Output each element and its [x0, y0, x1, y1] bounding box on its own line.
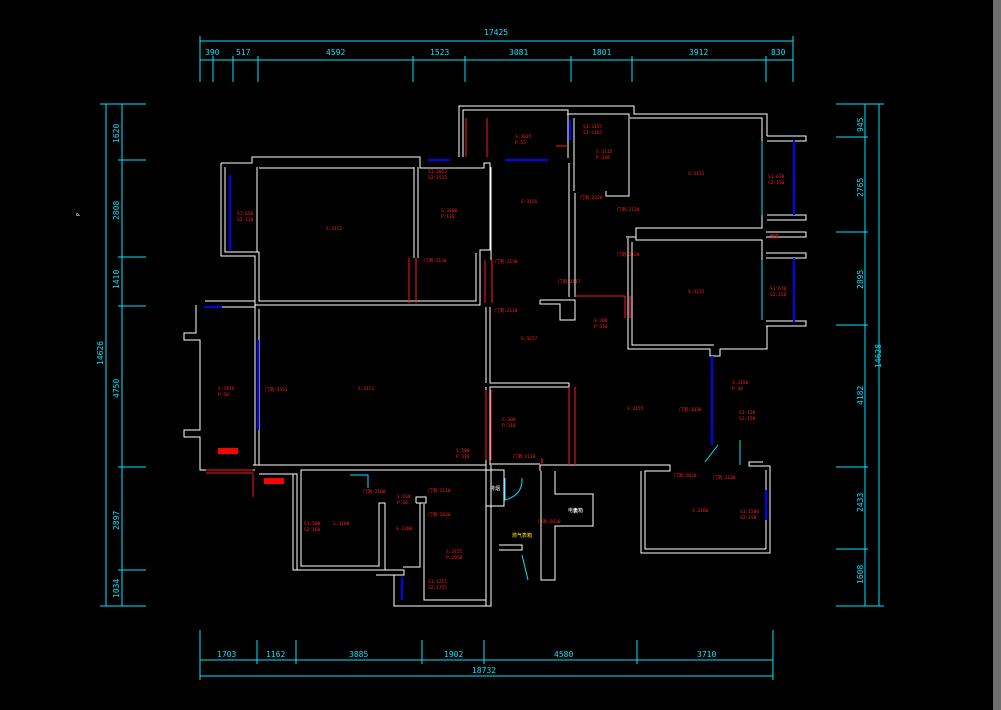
door-tag: 门洞:2100 [363, 488, 386, 495]
door-tag: 门洞:2130 [617, 251, 640, 258]
top-dim-1: 390 [205, 48, 220, 57]
meter-box-label: 电表箱 [568, 507, 583, 514]
left-dim-3: 1410 [112, 270, 121, 289]
left-total-dim: 14626 [96, 341, 105, 365]
vent-label: 排烟 [490, 485, 500, 492]
door-tag: 门洞:2030 [674, 472, 697, 479]
bottom-dim-4: 1902 [444, 650, 463, 659]
door-tag: 门洞:2030 [428, 511, 451, 518]
bottom-dim-1: 1703 [217, 650, 236, 659]
room-tag: S:3257 [521, 336, 538, 342]
left-dim-6: 1034 [112, 579, 121, 598]
door-tag: 门洞:2120 [495, 307, 518, 314]
bay-window-label: 飘窗 [770, 233, 779, 240]
door-tag: 门洞:2130 [495, 258, 518, 265]
right-dim-3: 2895 [856, 270, 865, 289]
door-tag: 门洞:2110 [513, 453, 536, 460]
doors [206, 118, 631, 497]
top-total-dim: 17425 [484, 28, 508, 37]
bottom-dim-2: 1162 [266, 650, 285, 659]
right-dim-2: 2765 [856, 178, 865, 197]
room-tag: S:3153 [688, 171, 705, 177]
room-tag: S:3166 [692, 508, 709, 514]
right-dimensions [836, 103, 884, 607]
north-mark: P [76, 213, 82, 216]
room-tag: S:3151 [358, 386, 375, 392]
room-tag: S:3160 [333, 521, 350, 527]
left-dim-4: 4750 [112, 379, 121, 398]
door-tag: 门洞:2030 [679, 406, 702, 413]
windows [204, 120, 795, 600]
top-dim-7: 3912 [689, 48, 708, 57]
right-dim-5: 2433 [856, 493, 865, 512]
door-tag: 门洞:2130 [424, 257, 447, 264]
room-tag: S:3152 [326, 226, 343, 232]
left-dimensions [100, 103, 146, 607]
right-total-dim: 14628 [874, 344, 883, 368]
right-dim-6: 1608 [856, 565, 865, 584]
top-dim-3: 4592 [326, 48, 345, 57]
door-tag: 门洞:3551 [265, 386, 288, 393]
top-dim-8: 830 [771, 48, 786, 57]
bottom-dim-6: 3710 [697, 650, 716, 659]
door-tag: 门洞:2130 [617, 206, 640, 213]
door-tag: 门洞:2320 [580, 194, 603, 201]
top-dim-4: 1523 [430, 48, 449, 57]
room-tag: S:3155 [627, 406, 644, 412]
door-tag: 门洞:2117 [558, 278, 581, 285]
room-tag: S:3300 [396, 526, 413, 532]
gas-meter-label: 燃气表箱 [512, 532, 532, 539]
top-dim-2: 517 [236, 48, 251, 57]
door-tags: 门洞:2320 门洞:2130 门洞:2130 门洞:2130 门洞:2130 … [265, 194, 736, 525]
bottom-dim-5: 4580 [554, 650, 573, 659]
top-dim-5: 3081 [509, 48, 528, 57]
walls [183, 105, 807, 607]
right-dim-1: 945 [856, 117, 865, 132]
bottom-total-dim: 18732 [472, 666, 496, 675]
top-dimensions [199, 36, 794, 82]
bottom-dim-3: 3885 [349, 650, 368, 659]
radiator-bottom [264, 478, 284, 484]
room-tag: S:3156 [521, 199, 538, 205]
radiator-left [218, 448, 238, 454]
door-tag: 门洞:2100 [713, 474, 736, 481]
top-dim-6: 1801 [592, 48, 611, 57]
door-tag: 门洞:2110 [428, 487, 451, 494]
room-tag: S:3153 [688, 289, 705, 295]
door-tag: 门洞:2030 [538, 518, 561, 525]
left-dim-2: 2808 [112, 201, 121, 220]
bottom-dimensions [199, 630, 774, 680]
box-label: 表 [573, 508, 578, 515]
right-dim-4: 4182 [856, 386, 865, 405]
left-dim-1: 1620 [112, 124, 121, 143]
door-swings [350, 141, 763, 581]
left-dim-5: 2897 [112, 511, 121, 530]
